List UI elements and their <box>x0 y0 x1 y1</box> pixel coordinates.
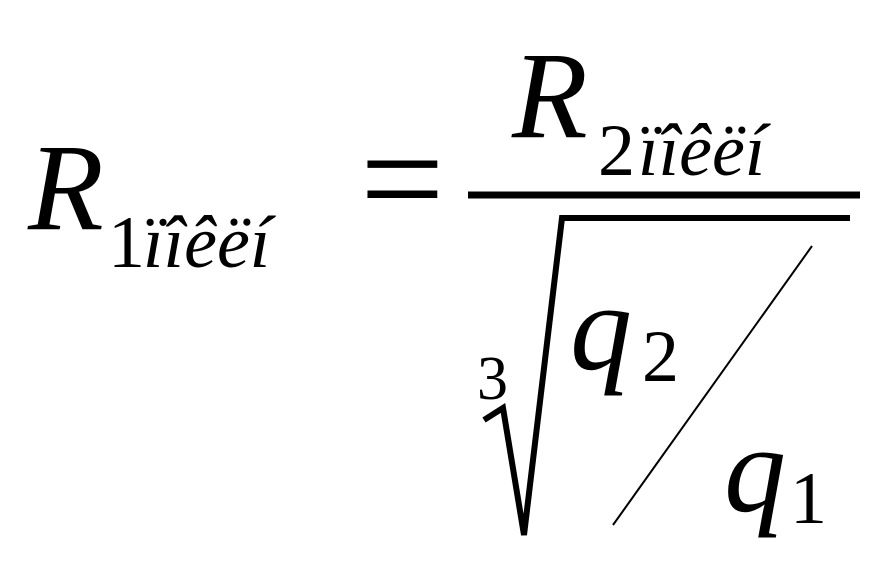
inner-denominator-subscript: 1 <box>790 458 827 540</box>
inner-numerator-subscript: 2 <box>642 316 679 398</box>
division-slash <box>612 245 813 526</box>
equals-sign: = <box>360 96 445 262</box>
lhs-subscript-text: ïîêëí <box>143 202 271 284</box>
root-index: 3 <box>477 345 508 413</box>
radical-sign <box>482 215 850 536</box>
inner-numerator-symbol: q <box>570 259 632 396</box>
numerator-subscript-text: ïîêëí <box>638 110 766 192</box>
lhs-subscript-number: 1 <box>108 202 145 284</box>
lhs-symbol: R <box>28 119 104 256</box>
numerator-subscript-number: 2 <box>598 110 635 192</box>
numerator-symbol: R <box>512 27 588 164</box>
inner-denominator-symbol: q <box>724 401 786 538</box>
